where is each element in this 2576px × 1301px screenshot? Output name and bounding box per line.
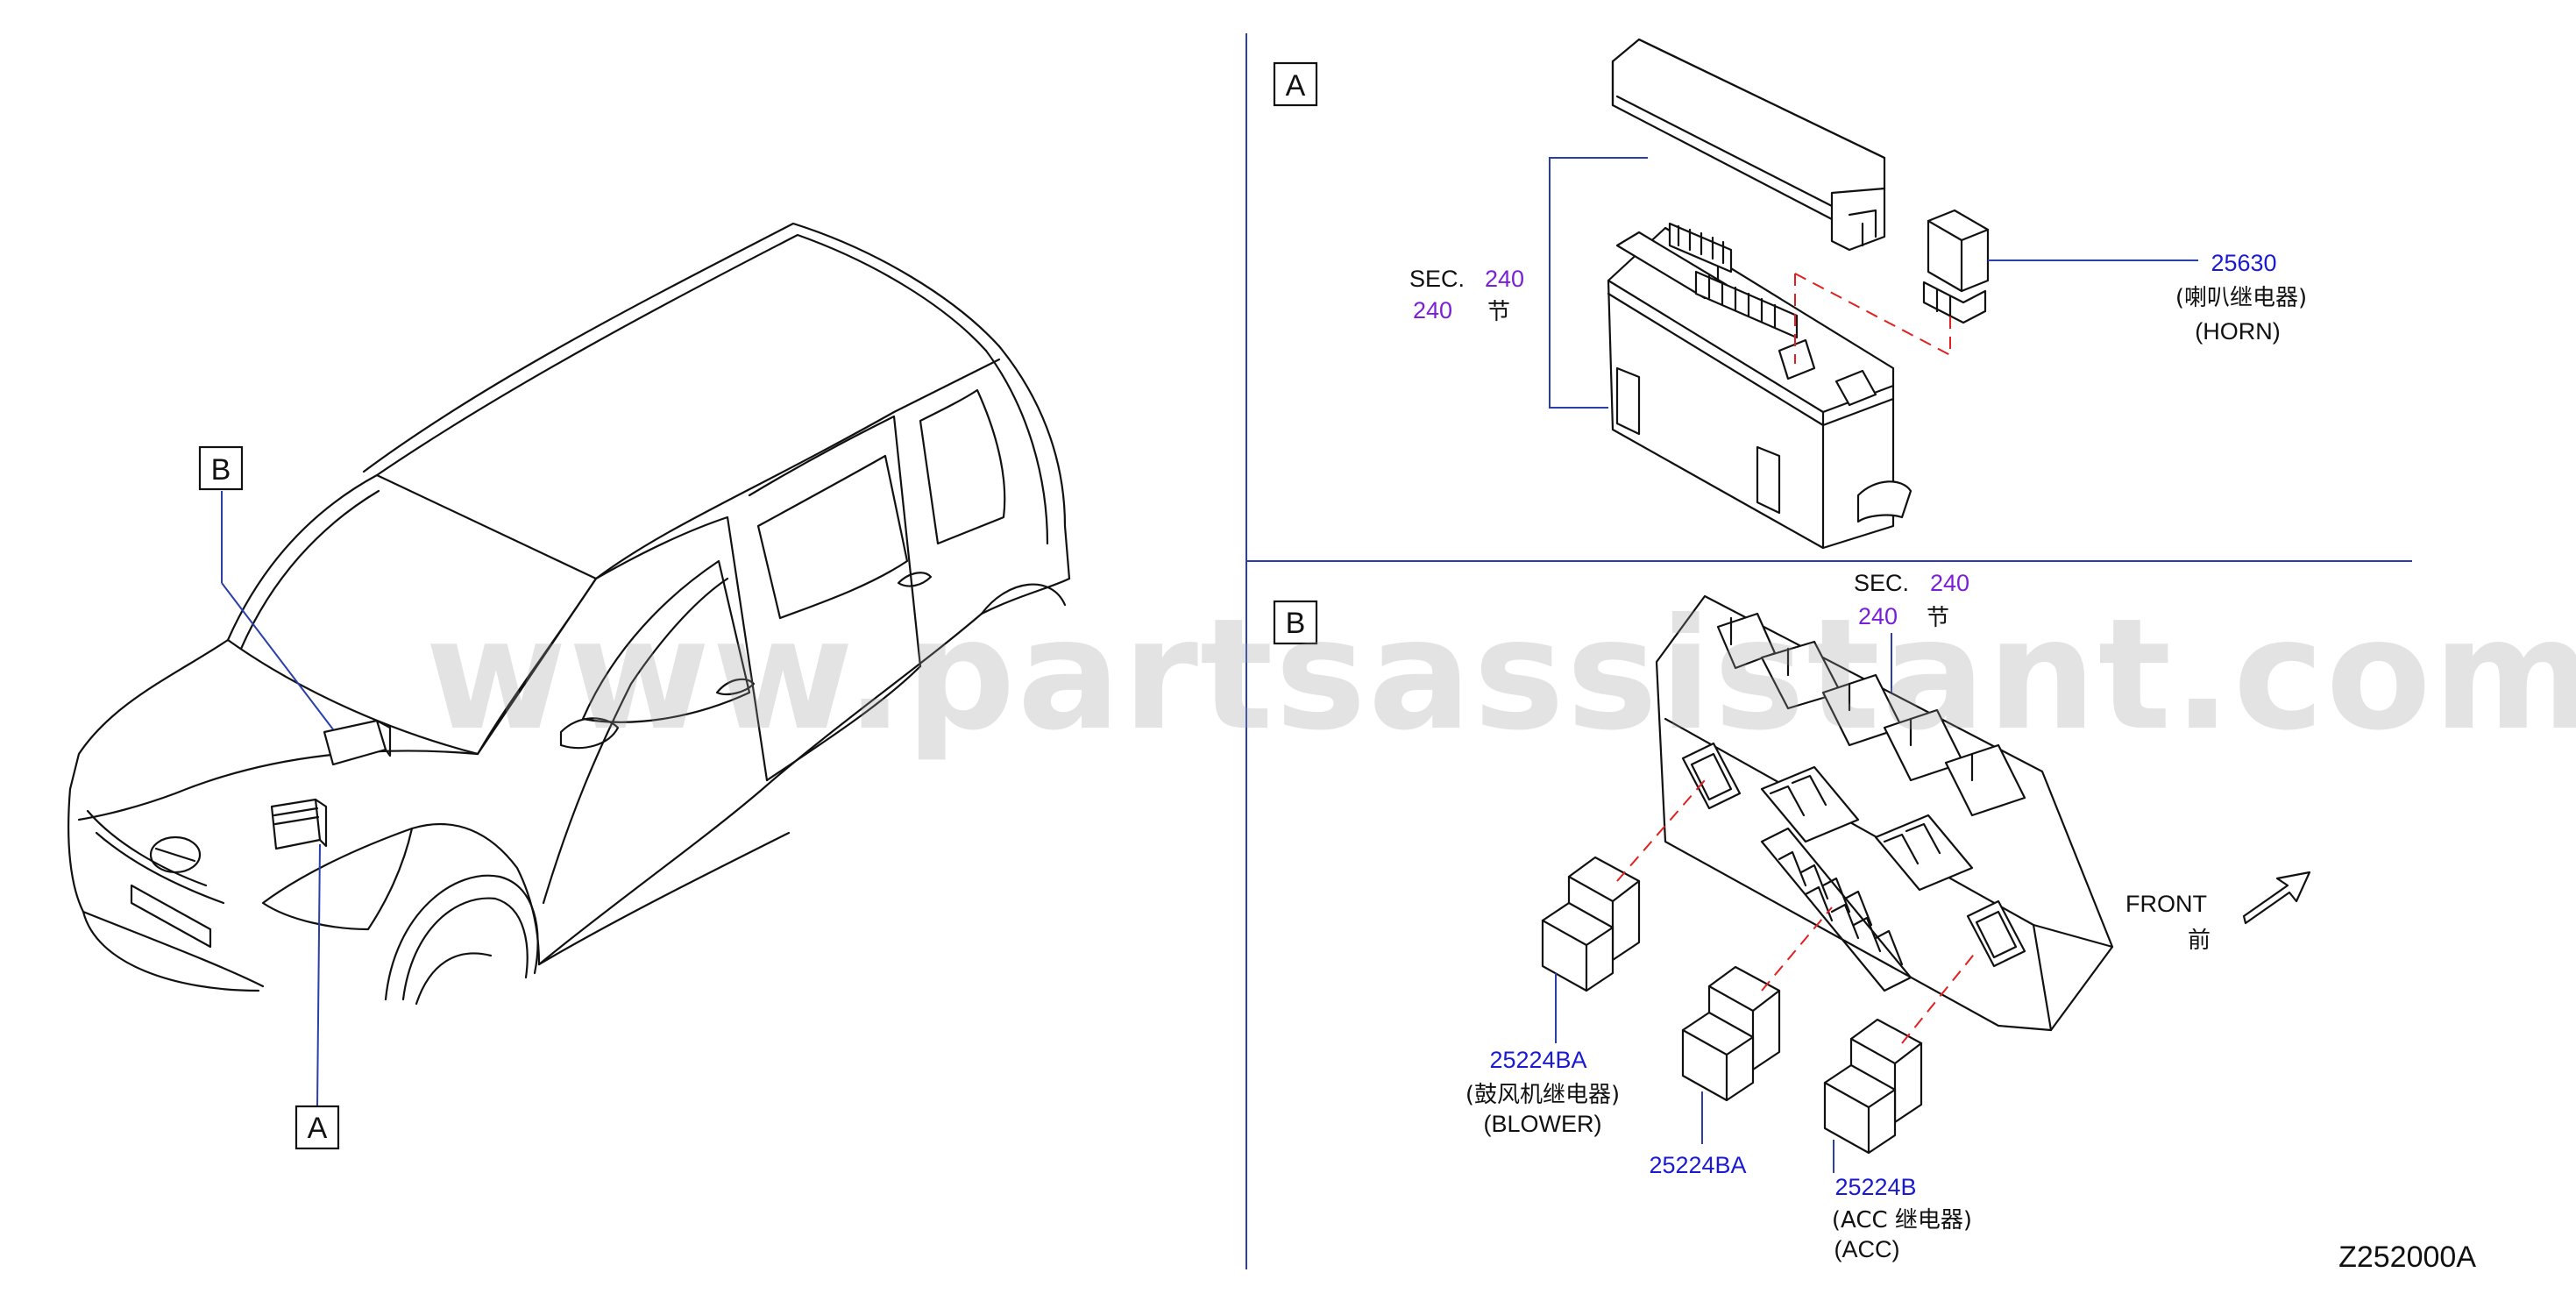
svg-text:25224B: 25224B (1834, 1174, 1916, 1200)
svg-text:25224BA: 25224BA (1489, 1047, 1586, 1073)
svg-text:节: 节 (1487, 299, 1510, 325)
front-direction-indicator: FRONT 前 (2125, 871, 2311, 954)
svg-text:(喇叭继电器): (喇叭继电器) (2175, 285, 2307, 311)
svg-text:(HORN): (HORN) (2195, 318, 2280, 345)
svg-text:25630: 25630 (2211, 250, 2276, 276)
vehicle-leaders (221, 491, 334, 1107)
relay-block-B (1655, 594, 2114, 1032)
panel-dividers (1245, 33, 2412, 1269)
horn-relay-dashed-line (1794, 273, 1951, 357)
fuse-box-body (1607, 222, 1912, 550)
section-ref-A: SEC. 240 240 节 (1409, 157, 1648, 409)
vehicle-illustration (67, 222, 1071, 1006)
callout-car-A: A (295, 1105, 340, 1150)
front-arrow-icon (2242, 871, 2311, 925)
svg-text:240: 240 (1858, 603, 1898, 629)
section-ref-B: SEC. 240 240 节 (1854, 570, 1969, 701)
svg-text:(鼓风机继电器): (鼓风机继电器) (1465, 1082, 1620, 1108)
svg-text:(ACC): (ACC) (1834, 1236, 1900, 1262)
callout-panel-A: A (1273, 61, 1318, 107)
svg-text:SEC.: SEC. (1854, 570, 1909, 596)
horn-relay (1922, 209, 1990, 324)
relay-mid-label: 25224BA (1649, 1152, 1746, 1178)
relay-dashed-lines (1616, 779, 1977, 1044)
svg-text:240: 240 (1413, 297, 1452, 323)
svg-text:SEC.: SEC. (1409, 266, 1465, 292)
callout-panel-B: B (1273, 600, 1318, 645)
svg-text:A: A (308, 1112, 328, 1145)
svg-text:前: 前 (2188, 928, 2211, 954)
fuse-box-cover (1611, 38, 1886, 252)
relay-leaders (1555, 973, 1834, 1173)
svg-text:B: B (1286, 607, 1306, 640)
svg-text:B: B (211, 453, 231, 487)
diagram-code: Z252000A (2338, 1241, 2476, 1274)
svg-text:A: A (1286, 69, 1306, 103)
svg-text:240: 240 (1485, 266, 1524, 292)
acc-relay-label: 25224B (ACC 继电器) (ACC) (1832, 1174, 1972, 1262)
svg-text:240: 240 (1930, 570, 1969, 596)
relay-mid (1681, 965, 1781, 1102)
callout-car-B: B (198, 445, 244, 491)
horn-relay-label: 25630 (喇叭继电器) (HORN) (2175, 250, 2307, 345)
svg-text:FRONT: FRONT (2125, 891, 2207, 917)
blower-relay-label: 25224BA (鼓风机继电器) (BLOWER) (1465, 1047, 1620, 1137)
watermark: www.partsassistant.com (425, 587, 2576, 764)
svg-text:(ACC 继电器): (ACC 继电器) (1832, 1207, 1972, 1233)
svg-text:节: 节 (1927, 605, 1949, 631)
svg-text:(BLOWER): (BLOWER) (1484, 1111, 1602, 1137)
svg-text:25224BA: 25224BA (1649, 1152, 1746, 1178)
blower-relay (1541, 856, 1641, 992)
acc-relay (1823, 1018, 1923, 1155)
